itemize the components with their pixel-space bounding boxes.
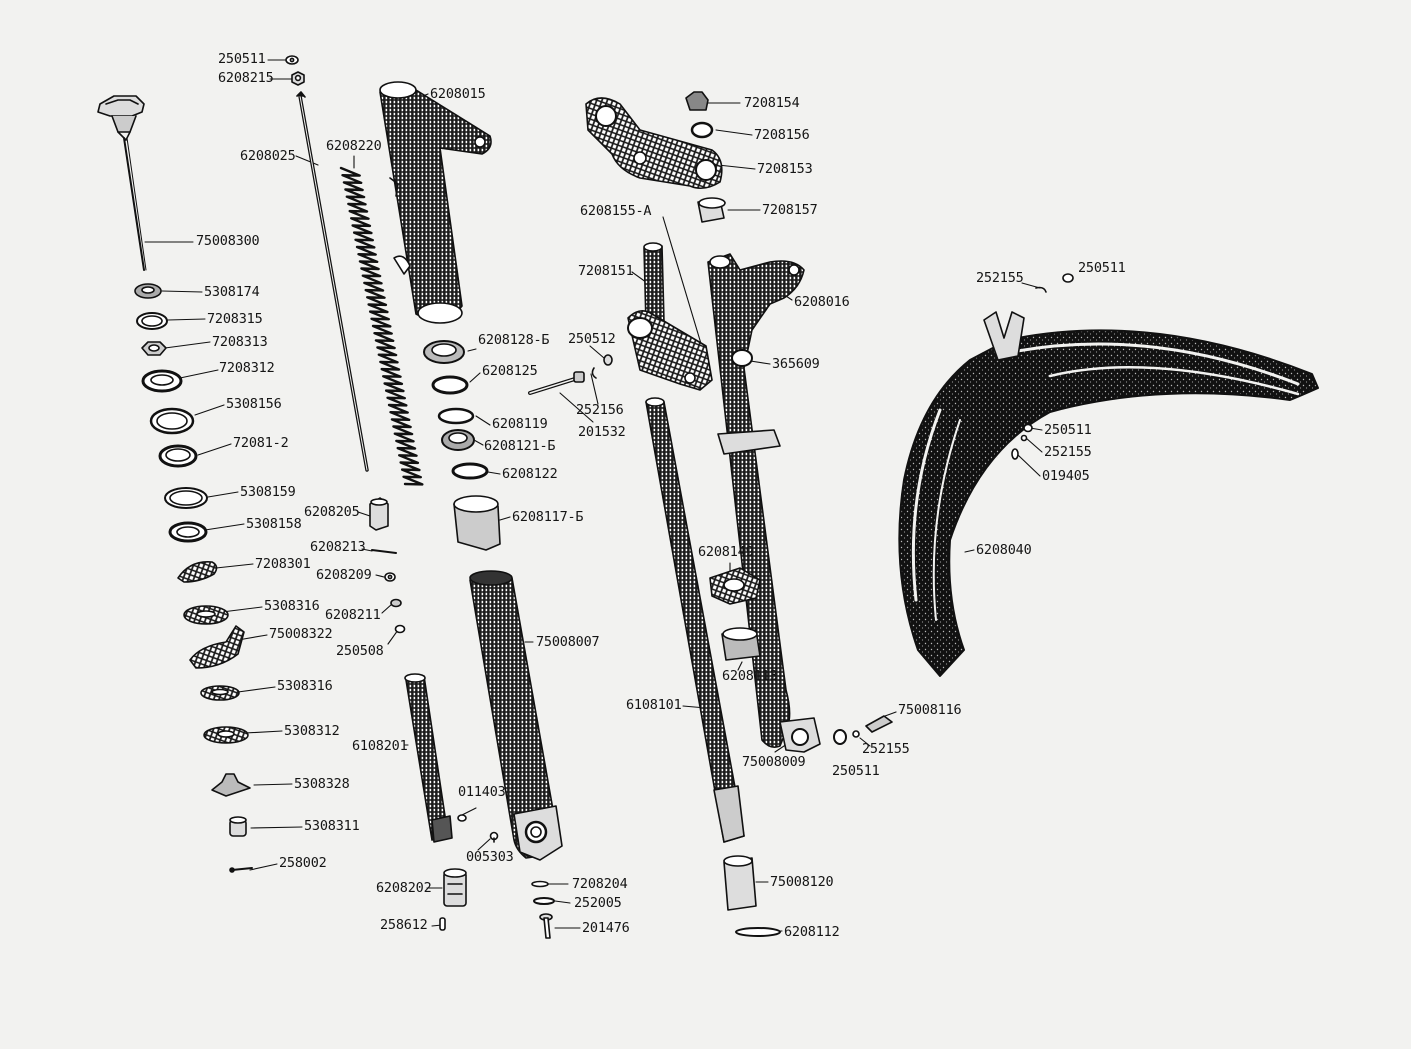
part-label-250511a: 250511 xyxy=(218,51,266,67)
part-label-6208122: 6208122 xyxy=(502,466,558,482)
part-label-252155b: 252155 xyxy=(862,741,910,757)
part-label-6208121: 6208121-Б xyxy=(484,438,556,454)
part-label-201532: 201532 xyxy=(578,424,626,440)
part-label-6208113: 6208113 xyxy=(722,668,778,684)
part-label-75008300: 75008300 xyxy=(196,233,260,249)
part-label-7208157: 7208157 xyxy=(762,202,818,218)
part-label-6208220: 6208220 xyxy=(326,138,382,154)
part-label-6208205: 6208205 xyxy=(304,504,360,520)
damper-rod-6108201 xyxy=(404,673,453,843)
upper-tube-6208016 xyxy=(707,253,821,753)
part-label-5308156: 5308156 xyxy=(226,396,282,412)
part-label-5308316b: 5308316 xyxy=(277,678,333,694)
part-label-250512: 250512 xyxy=(568,331,616,347)
part-label-6208112: 6208112 xyxy=(784,924,840,940)
part-label-75008007: 75008007 xyxy=(536,634,600,650)
part-label-252156: 252156 xyxy=(576,402,624,418)
part-label-7208313: 7208313 xyxy=(212,334,268,350)
part-label-5308174: 5308174 xyxy=(204,284,260,300)
top-clamp-7208153 xyxy=(585,91,726,223)
bushing-6208202 xyxy=(439,868,467,931)
part-label-6208016: 6208016 xyxy=(794,294,850,310)
bearings-column-3 xyxy=(423,340,563,861)
steering-stem-7208151 xyxy=(627,242,713,391)
tie-rod-6208025 xyxy=(296,91,369,472)
part-label-252155c: 252155 xyxy=(1044,444,1092,460)
part-label-6208040: 6208040 xyxy=(976,542,1032,558)
fender-6208040 xyxy=(898,273,1319,677)
part-label-258612: 258612 xyxy=(380,917,428,933)
part-label-011403: 011403 xyxy=(458,784,506,800)
part-label-250508: 250508 xyxy=(336,643,384,659)
part-label-5308159: 5308159 xyxy=(240,484,296,500)
part-label-6208202: 6208202 xyxy=(376,880,432,896)
part-label-6208117: 6208117-Б xyxy=(512,509,584,525)
part-label-250511d: 250511 xyxy=(832,763,880,779)
part-label-6108101: 6108101 xyxy=(626,697,682,713)
axle-bolt-group xyxy=(833,715,893,745)
part-label-7208204: 7208204 xyxy=(572,876,628,892)
damper-small-parts xyxy=(369,497,406,634)
part-label-005303: 005303 xyxy=(466,849,514,865)
part-label-6208209: 6208209 xyxy=(316,567,372,583)
part-label-5308311: 5308311 xyxy=(304,818,360,834)
part-label-7208156: 7208156 xyxy=(754,127,810,143)
part-label-7208151: 7208151 xyxy=(578,263,634,279)
part-label-6208025: 6208025 xyxy=(240,148,296,164)
part-label-72081_2: 72081-2 xyxy=(233,435,289,451)
part-label-7208315: 7208315 xyxy=(207,311,263,327)
part-label-75008322: 75008322 xyxy=(269,626,333,642)
part-label-6108201: 6108201 xyxy=(352,738,408,754)
fork-leg-6208015 xyxy=(379,81,492,324)
part-label-365609: 365609 xyxy=(772,356,820,372)
bearings-column-4 xyxy=(709,567,781,937)
part-label-250511c: 250511 xyxy=(1044,422,1092,438)
part-label-7208312: 7208312 xyxy=(219,360,275,376)
part-label-7208153: 7208153 xyxy=(757,161,813,177)
rod-75008300 xyxy=(97,95,147,271)
leader-lines xyxy=(144,59,1043,932)
part-label-258002: 258002 xyxy=(279,855,327,871)
part-label-6208015: 6208015 xyxy=(430,86,486,102)
bolt-201532 xyxy=(528,354,613,395)
washers-column-1 xyxy=(134,283,253,873)
part-label-6208128: 6208128-Б xyxy=(478,332,550,348)
part-label-5308158: 5308158 xyxy=(246,516,302,532)
part-label-6208213: 6208213 xyxy=(310,539,366,555)
part-label-6208149: 6208149 xyxy=(698,544,754,560)
spring-6208220 xyxy=(339,166,424,486)
part-label-7208154: 7208154 xyxy=(744,95,800,111)
part-label-019405: 019405 xyxy=(1042,468,1090,484)
top-nuts xyxy=(285,55,305,86)
part-label-252155a: 252155 xyxy=(976,270,1024,286)
part-label-7208301: 7208301 xyxy=(255,556,311,572)
part-label-201476: 201476 xyxy=(582,920,630,936)
small-fasteners-bottom xyxy=(457,814,555,939)
part-label-6208125: 6208125 xyxy=(482,363,538,379)
part-label-6208215: 6208215 xyxy=(218,70,274,86)
part-label-5308328: 5308328 xyxy=(294,776,350,792)
slider-6108101 xyxy=(645,397,745,843)
part-label-6208119: 6208119 xyxy=(492,416,548,432)
part-label-6208155A: 6208155-А xyxy=(580,203,652,219)
part-label-252005: 252005 xyxy=(574,895,622,911)
part-label-75008009: 75008009 xyxy=(742,754,806,770)
part-label-250511b: 250511 xyxy=(1078,260,1126,276)
part-label-6208211: 6208211 xyxy=(325,607,381,623)
part-label-75008120: 75008120 xyxy=(770,874,834,890)
part-label-5308316a: 5308316 xyxy=(264,598,320,614)
part-label-5308312: 5308312 xyxy=(284,723,340,739)
part-label-75008116: 75008116 xyxy=(898,702,962,718)
